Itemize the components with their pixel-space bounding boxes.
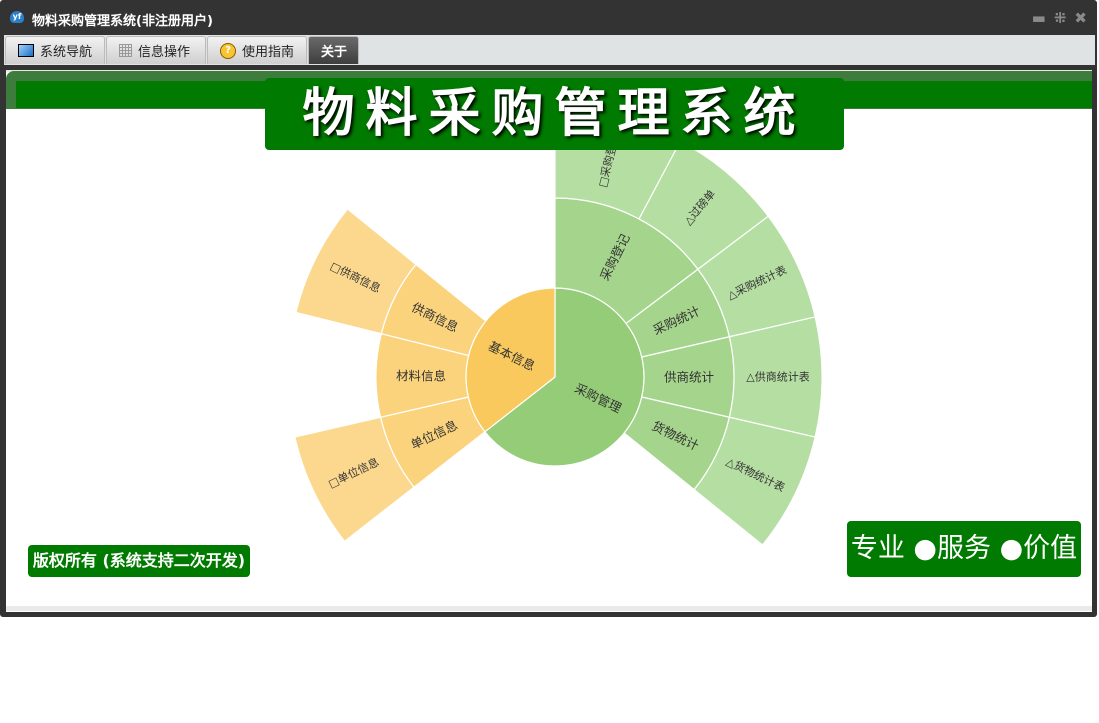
tab-bar: 系统导航 信息操作 ? 使用指南 关于: [4, 35, 1095, 65]
tab-label: 使用指南: [242, 45, 295, 60]
sunburst-label: 供商统计: [664, 370, 714, 385]
banner-title: 物料采购管理系统: [265, 78, 844, 150]
help-icon: ?: [220, 42, 236, 59]
tab-system-nav[interactable]: 系统导航: [5, 36, 105, 64]
tab-about[interactable]: 关于: [308, 36, 359, 64]
sunburst-segment[interactable]: [693, 416, 816, 546]
sunburst-segment[interactable]: [295, 208, 417, 335]
tab-label: 信息操作: [138, 45, 191, 60]
tab-user-guide[interactable]: ? 使用指南: [207, 36, 307, 64]
grid-icon: [119, 44, 132, 57]
tab-info-ops[interactable]: 信息操作: [106, 36, 206, 64]
tab-label: 关于: [321, 45, 348, 60]
status-strip: [6, 606, 1092, 611]
tab-label: 系统导航: [40, 45, 93, 60]
monitor-icon: [18, 44, 34, 57]
slogan-label: 专业 ●服务 ●价值: [847, 521, 1081, 577]
sunburst-label: 材料信息: [396, 368, 446, 383]
minimize-icon[interactable]: ▬: [1031, 9, 1046, 27]
title-bar[interactable]: yf 物料采购管理系统(非注册用户) ▬ ⁜ ✖: [0, 0, 1097, 36]
sunburst-segment[interactable]: [294, 416, 415, 543]
app-logo-icon: yf: [10, 11, 24, 23]
sunburst-label: △供商统计表: [746, 370, 809, 384]
copyright-label: 版权所有 (系统支持二次开发): [28, 545, 250, 577]
window-title: 物料采购管理系统(非注册用户): [32, 14, 213, 29]
close-icon[interactable]: ✖: [1074, 9, 1087, 27]
restore-icon[interactable]: ⁜: [1053, 9, 1067, 27]
